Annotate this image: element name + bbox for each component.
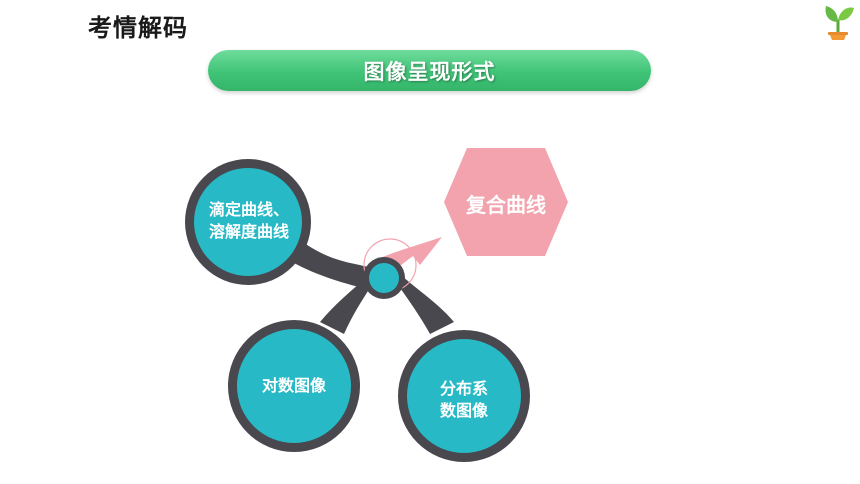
node-titration [194,168,302,276]
connector-bottom-right [398,276,454,334]
banner-title: 图像呈现形式 [363,59,496,84]
node-titration-line2: 溶解度曲线 [208,222,289,241]
sprout-logo-icon [825,6,854,40]
connector-bottom-left [320,276,372,334]
node-titration-line1: 滴定曲线、 [208,200,289,219]
hexagon-shape [444,148,568,256]
section-banner: 图像呈现形式 [208,50,651,91]
node-distribution-label: 分布系 数图像 [414,378,514,422]
node-titration-label: 滴定曲线、 溶解度曲线 [193,199,305,243]
node-distribution-line2: 数图像 [439,401,488,420]
hub-dot [369,263,399,293]
node-distribution [407,339,521,453]
hexagon-label: 复合曲线 [466,193,546,217]
node-log-line1: 对数图像 [261,376,326,395]
node-log [237,329,351,443]
page-title: 考情解码 [88,14,188,42]
node-distribution-line1: 分布系 [439,379,488,398]
node-log-label: 对数图像 [244,375,344,397]
connector-top-left [292,240,372,290]
